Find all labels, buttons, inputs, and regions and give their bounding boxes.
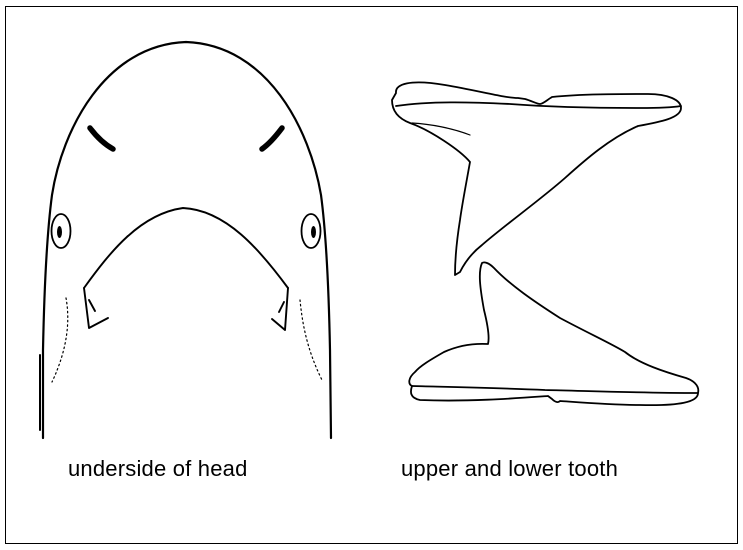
head-underside-drawing [40, 42, 331, 438]
lower-tooth-outline [409, 262, 698, 405]
right-eye [302, 214, 321, 248]
right-labial-fold [272, 288, 288, 330]
left-eye [52, 214, 71, 248]
upper-tooth-edge [412, 123, 470, 135]
left-labial-fold [84, 288, 108, 328]
left-gill-dotted [52, 298, 68, 382]
head-caption: underside of head [68, 456, 248, 482]
left-nostril [90, 128, 113, 149]
teeth-caption: upper and lower tooth [401, 456, 618, 482]
upper-tooth-drawing [392, 82, 681, 275]
lower-tooth-drawing [409, 262, 698, 405]
upper-tooth-outline [392, 82, 681, 275]
mouth-outline [84, 208, 288, 288]
head-outline [43, 42, 331, 438]
lower-tooth-rim [412, 386, 698, 393]
right-nostril [262, 128, 282, 149]
right-gill-dotted [300, 300, 322, 380]
